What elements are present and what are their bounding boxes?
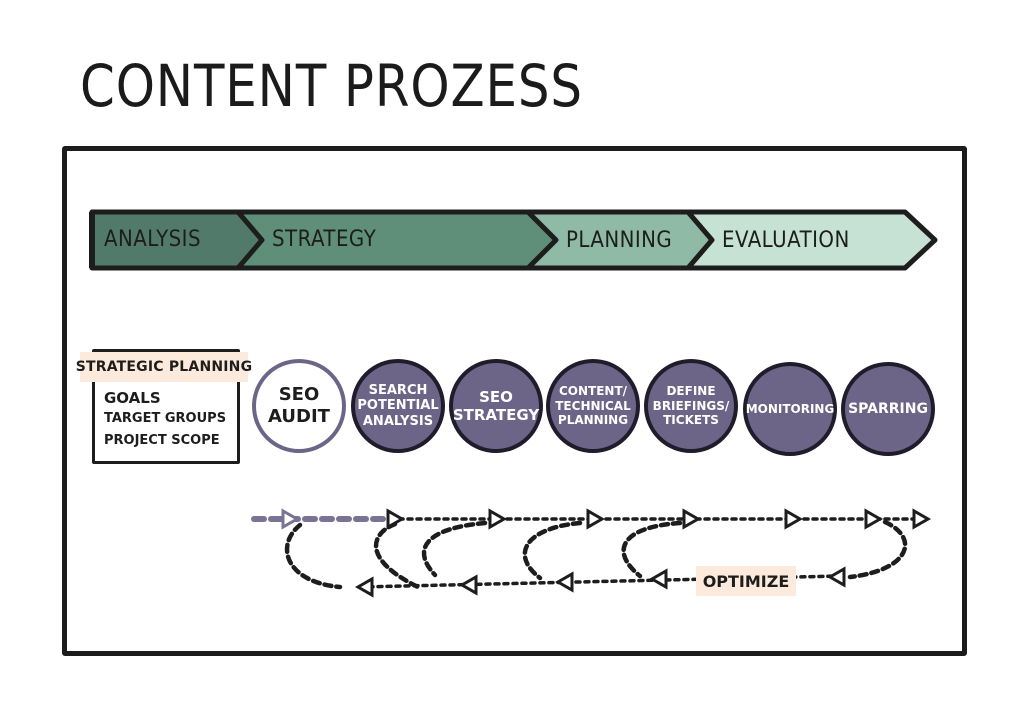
phase-divider [686,210,715,270]
step-label: Search Potential Analysis [357,382,439,429]
optimize-label: Optimize [696,566,796,596]
loop-curve [284,522,343,590]
loop-curve [847,519,908,580]
loop-arrowhead-left [648,568,668,590]
phase-arrow-band [89,209,938,271]
loop-arrowhead-left [826,566,846,588]
step-sparring: Sparring [841,362,935,456]
step-define-briefings-tickets: Define Briefings/ Tickets [644,359,738,453]
step-content-technical-planning: Content/ Technical Planning [546,359,640,453]
loop-arrowhead-left [354,576,374,598]
loop-arrowhead-right [281,508,301,530]
step-label: SEO Strategy [452,388,540,424]
page-title: Content Prozess [80,52,583,120]
phase-label-evaluation: Evaluation [722,228,850,253]
phase-label-analysis: Analysis [104,227,201,252]
optimize-loop [251,508,932,598]
loop-curve [621,520,683,579]
strategic-planning-box [92,349,240,464]
loop-curve [421,520,488,578]
phase-label-strategy: Strategy [272,227,377,252]
step-label: SEO Audit [268,384,330,427]
step-label: Monitoring [745,401,835,416]
step-label: Sparring [848,400,928,417]
strategic-item-target-groups: Target Groups [104,411,227,426]
step-seo-strategy: SEO Strategy [449,359,543,453]
diagram-frame [62,146,967,656]
loop-arrowhead-right [386,508,406,530]
step-label: Content/ Technical Planning [555,384,631,428]
strategic-item-project-scope: Project Scope [104,433,220,448]
step-label: Define Briefings/ Tickets [652,384,730,428]
step-search-potential-analysis: Search Potential Analysis [351,359,445,453]
loop-arrowhead-left [458,574,478,596]
loop-arrowhead-right [784,508,804,530]
phase-segment-analysis [92,212,262,268]
loop-arrowhead-right [488,508,508,530]
strategic-item-goals: Goals [104,389,161,407]
phase-divider [236,210,265,270]
loop-curve [522,520,583,581]
loop-arrowhead-right [912,508,932,530]
phase-segment-evaluation [688,212,935,268]
phase-label-planning: Planning [566,228,673,253]
step-monitoring: Monitoring [743,362,837,456]
phase-segment-strategy [238,212,556,268]
strategic-planning-title: Strategic Planning [76,352,252,382]
phase-segment-planning [528,212,712,268]
loop-arrowhead-left [554,571,574,593]
loop-arrowhead-right [864,508,884,530]
step-seo-audit: SEO Audit [252,359,346,453]
loop-arrowhead-right [682,508,702,530]
loop-arrowhead-right [586,508,606,530]
phase-divider [526,210,559,270]
